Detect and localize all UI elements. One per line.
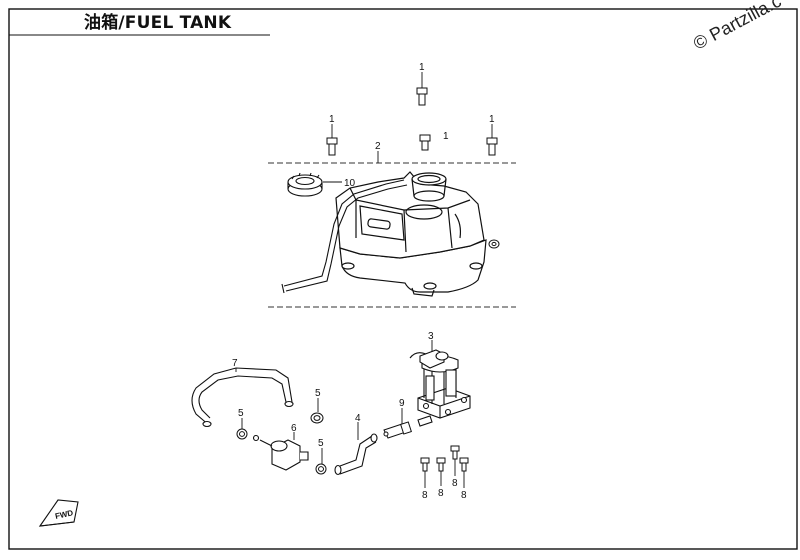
callout-6: 6 [291,423,297,434]
callout-1: 1 [443,131,449,142]
clamp-icon [310,412,324,424]
callout-8: 8 [452,478,458,489]
fitting-icon [383,421,412,439]
callout-8: 8 [461,490,467,501]
fwd-arrow-icon [38,499,79,527]
callout-9: 9 [399,398,405,409]
callout-8: 8 [422,490,428,501]
diagram-frame [8,8,798,550]
fuel-cap-icon [287,172,323,197]
screw-icon [450,445,460,460]
leader-lines [235,72,493,488]
hose-icon [191,367,294,428]
screw-icon [459,457,469,472]
tank-fitting-icon [488,239,500,249]
fuel-pump-icon [409,349,471,427]
callout-5: 5 [315,388,321,399]
bolt-icon [326,137,338,156]
callout-3: 3 [428,331,434,342]
callout-2: 2 [375,141,381,152]
bolt-icon [416,87,428,106]
callout-5: 5 [318,438,324,449]
clamp-icon [315,463,327,475]
fwd-label: FWD [54,508,74,521]
hose-icon [334,433,378,476]
clamp-icon [236,428,248,440]
bolt-icon [486,137,498,156]
callout-1: 1 [329,114,335,125]
bolt-icon [419,134,431,151]
fuel-tank-icon [335,171,487,297]
screw-icon [420,457,430,472]
page-title: 油箱/FUEL TANK [84,13,232,33]
callout-1: 1 [489,114,495,125]
fuel-filter-icon [252,434,309,471]
callout-10: 10 [344,178,356,189]
callout-7: 7 [232,358,238,369]
callout-labels: 1 1 1 1 2 3 4 5 5 5 6 7 8 8 8 8 9 10 [232,62,495,501]
callout-8: 8 [438,488,444,499]
callout-4: 4 [355,413,361,424]
vent-tube-icon [281,179,408,294]
screw-icon [436,457,446,472]
callout-5: 5 [238,408,244,419]
callout-1: 1 [419,62,425,73]
